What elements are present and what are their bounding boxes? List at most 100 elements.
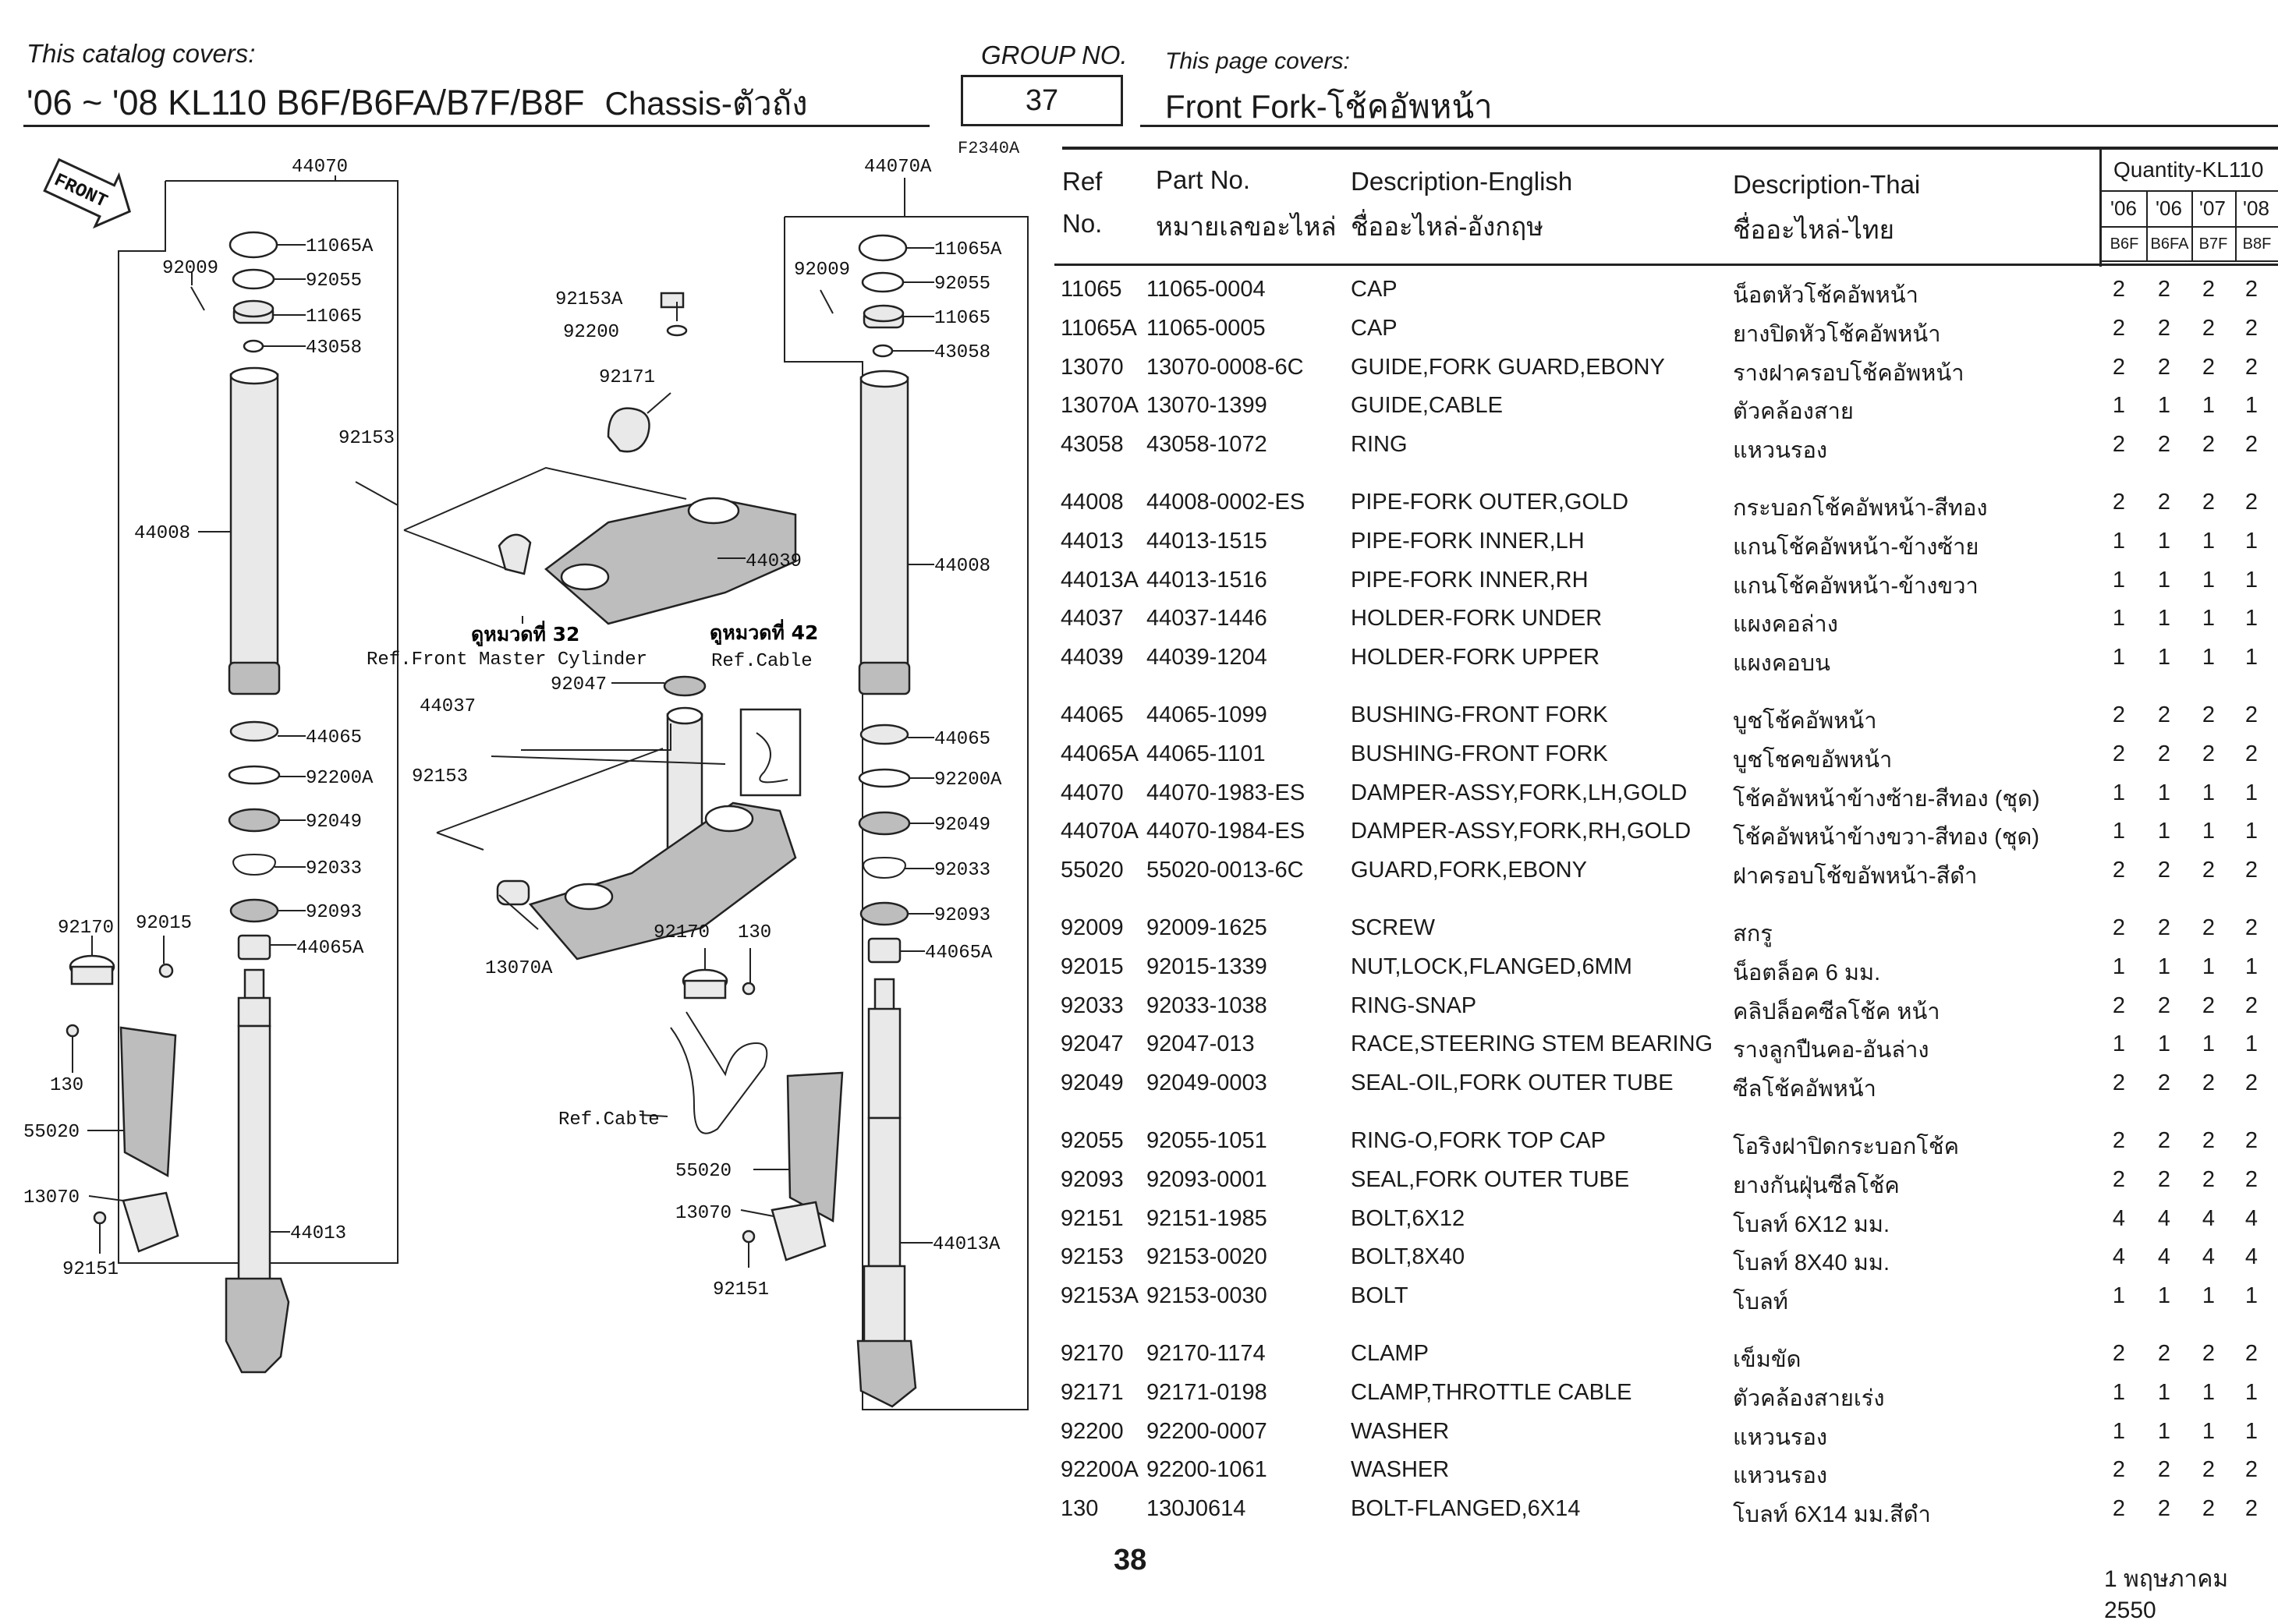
desc-en-cell: WASHER — [1351, 1418, 1450, 1444]
part-no-cell: 92170-1174 — [1146, 1341, 1266, 1366]
callout-44037: 44037 — [420, 696, 476, 717]
qty-cell: 1 — [2244, 1418, 2259, 1444]
qty-cell: 1 — [2157, 1283, 2171, 1309]
ref-cell: 11065A — [1061, 315, 1137, 341]
part-no-cell: 44070-1984-ES — [1146, 819, 1306, 844]
qty-cell: 2 — [2244, 277, 2259, 302]
desc-th-cell: รางฝาครอบโช้คอัพหน้า — [1733, 360, 1964, 386]
qty-cell: 2 — [2202, 1496, 2216, 1522]
part-no-cell: 92093-0001 — [1146, 1166, 1267, 1192]
callout-44065-right: 44065 — [934, 729, 990, 750]
part-no-cell: 44039-1204 — [1146, 645, 1267, 670]
guide-part-mid — [771, 1201, 827, 1261]
part-no-cell: 44037-1446 — [1146, 606, 1267, 632]
desc-th-cell: สกรู — [1733, 922, 1773, 946]
qty-cell: 4 — [2202, 1244, 2216, 1270]
qty-cell: 2 — [2157, 1457, 2171, 1483]
callout-92015: 92015 — [136, 913, 192, 934]
desc-en-cell: CLAMP,THROTTLE CABLE — [1351, 1379, 1632, 1405]
ref-cable-note: Ref.Cable — [711, 651, 813, 672]
qty-cell: 2 — [2202, 354, 2216, 380]
ref-cell: 92171 — [1061, 1379, 1124, 1405]
ref-cell: 130 — [1061, 1496, 1099, 1522]
header-part-no: Part No. — [1156, 165, 1251, 194]
callout-43058-right: 43058 — [934, 342, 990, 363]
callout-92153A: 92153A — [555, 289, 623, 310]
header-year-3: '07 — [2199, 196, 2226, 220]
header-quantity: Quantity-KL110 — [2113, 157, 2264, 182]
part-no-cell: 92200-1061 — [1146, 1457, 1267, 1483]
callout-92200: 92200 — [563, 322, 619, 343]
bushing-part — [229, 720, 279, 742]
desc-th-cell: ตัวคล้องสาย — [1733, 399, 1854, 425]
callout-11065A-left: 11065A — [306, 236, 374, 257]
race-92047 — [663, 675, 707, 697]
page-title: Front Fork-โช้คอัพหน้า — [1165, 88, 1493, 125]
clamp-92171 — [607, 407, 650, 453]
qty-cell: 1 — [2157, 645, 2171, 670]
qty-cell: 1 — [2157, 606, 2171, 632]
desc-th-cell: ฝาครอบโช้ขอัพหน้า-สีดำ — [1733, 864, 1978, 890]
qty-cell: 1 — [2244, 1031, 2259, 1057]
qty-cell: 1 — [2202, 819, 2216, 844]
part-no-cell: 92047-013 — [1146, 1031, 1255, 1057]
steering-holders — [355, 292, 844, 1261]
ref-cell: 92055 — [1061, 1128, 1124, 1153]
qty-cell: 2 — [2112, 432, 2126, 458]
washer-part — [228, 765, 281, 785]
qty-cell: 2 — [2244, 915, 2259, 940]
qty-cell: 2 — [2157, 432, 2171, 458]
ref-cell: 92151 — [1061, 1205, 1124, 1231]
qty-cell: 2 — [2244, 490, 2259, 515]
qty-cell: 1 — [2202, 606, 2216, 632]
desc-th-cell: โช้คอัพหน้าข้างขวา-สีทอง (ชุด) — [1733, 825, 2040, 851]
lower-holder-part — [528, 801, 797, 961]
desc-en-cell: DAMPER-ASSY,FORK,LH,GOLD — [1351, 780, 1688, 805]
ref-cell: 11065 — [1061, 277, 1122, 302]
qty-cell: 2 — [2112, 1457, 2126, 1483]
ring-part — [243, 339, 264, 353]
ref-cell: 44070 — [1061, 780, 1124, 805]
callout-92200A-left: 92200A — [306, 768, 374, 789]
qty-cell: 1 — [2157, 1031, 2171, 1057]
callout-130-mid: 130 — [738, 922, 771, 943]
catalog-section: Chassis-ตัวถัง — [604, 85, 808, 122]
qty-cell: 2 — [2244, 1070, 2259, 1096]
ref-cell: 92093 — [1061, 1166, 1124, 1192]
callout-55020-left: 55020 — [23, 1122, 80, 1143]
callout-92151-mid: 92151 — [713, 1279, 769, 1300]
qty-cell: 2 — [2202, 992, 2216, 1018]
part-no-cell: 130J0614 — [1146, 1496, 1246, 1522]
part-no-cell: 11065-0004 — [1146, 277, 1266, 302]
qty-cell: 1 — [2202, 780, 2216, 805]
page-date: 1 พฤษภาคม 2550 — [2104, 1566, 2229, 1623]
qty-cell: 2 — [2202, 315, 2216, 341]
desc-en-cell: GUIDE,FORK GUARD,EBONY — [1351, 354, 1665, 380]
callout-44008-left: 44008 — [134, 523, 190, 544]
ref-cell: 44070A — [1061, 819, 1139, 844]
axle-bracket-part — [225, 1277, 290, 1374]
part-no-cell: 44065-1101 — [1146, 741, 1266, 766]
qty-cell: 2 — [2202, 1457, 2216, 1483]
qty-cell: 1 — [2202, 393, 2216, 419]
part-no-cell: 44065-1099 — [1146, 702, 1267, 727]
callout-92047: 92047 — [551, 674, 607, 695]
qty-cell: 2 — [2112, 1166, 2126, 1192]
desc-th-cell: บูชโชคขอัพหน้า — [1733, 747, 1893, 773]
qty-cell: 2 — [2202, 741, 2216, 766]
desc-en-cell: WASHER — [1351, 1457, 1450, 1483]
header-underline-right — [1140, 125, 2278, 127]
desc-th-cell: แกนโช้คอัพหน้า-ข้างขวา — [1733, 573, 1979, 599]
snap-ring-part — [232, 853, 276, 876]
callout-92170-mid: 92170 — [654, 922, 710, 943]
callout-92200A-right: 92200A — [934, 770, 1002, 791]
part-no-cell: 13070-1399 — [1146, 393, 1267, 419]
table-top-rule — [1062, 147, 2278, 150]
front-arrow-icon: FRONT — [43, 157, 132, 229]
qty-cell: 2 — [2244, 741, 2259, 766]
qty-cell: 2 — [2157, 354, 2171, 380]
fork-guard-part-mid — [786, 1071, 844, 1223]
figure-code: F2340A — [958, 139, 1020, 158]
qty-cell: 2 — [2112, 1341, 2126, 1366]
desc-en-cell: BUSHING-FRONT FORK — [1351, 741, 1608, 766]
